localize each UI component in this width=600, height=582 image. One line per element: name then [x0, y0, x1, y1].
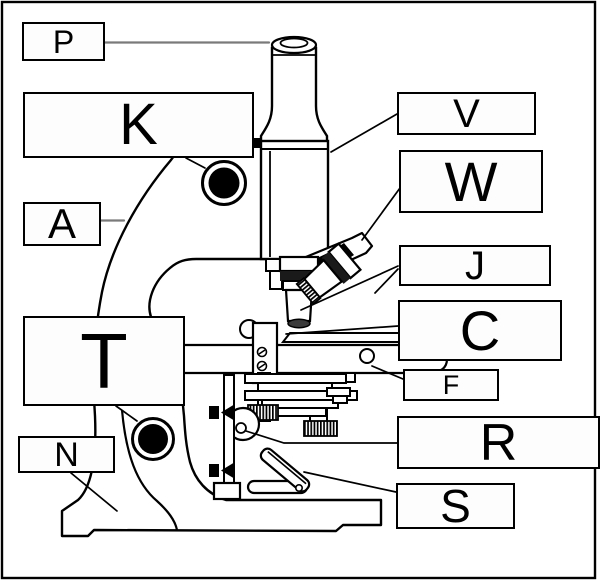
- label-box-s[interactable]: S: [396, 483, 515, 529]
- label-letter-a: A: [47, 200, 76, 247]
- condenser-knob-lower: [303, 420, 338, 437]
- pillar-clamp-upper: [209, 404, 235, 421]
- pointer-C: [285, 325, 399, 335]
- slide: [280, 332, 413, 343]
- label-box-j[interactable]: J: [399, 245, 551, 286]
- body-tube: [259, 139, 330, 261]
- label-letter-w: W: [444, 149, 498, 213]
- fine-adjustment-knob: [131, 417, 175, 461]
- label-letter-f: F: [442, 369, 460, 400]
- stage-hole: [359, 348, 375, 364]
- pointer-J-2: [374, 268, 399, 294]
- pointer-N: [70, 472, 118, 512]
- label-box-r[interactable]: R: [397, 416, 600, 469]
- pointer-V: [330, 113, 398, 153]
- pillar-clamp-lower: [209, 462, 235, 479]
- label-box-n[interactable]: N: [18, 436, 115, 473]
- label-box-f[interactable]: F: [403, 369, 499, 401]
- coarse-adjustment-knob: [201, 160, 247, 206]
- label-letter-k: K: [119, 92, 158, 157]
- label-letter-r: R: [479, 413, 518, 472]
- pointer-W: [361, 187, 401, 241]
- eyepiece: [259, 46, 329, 144]
- pointer-J-1: [300, 265, 399, 311]
- label-box-t[interactable]: T: [23, 316, 185, 406]
- label-box-w[interactable]: W: [399, 150, 543, 213]
- pointer-lines: [70, 41, 404, 512]
- label-box-v[interactable]: V: [397, 92, 536, 135]
- pointer-T: [115, 405, 138, 422]
- objective-high-power: [295, 242, 363, 306]
- label-letter-n: N: [54, 435, 79, 474]
- label-letter-v: V: [453, 91, 480, 136]
- label-letter-s: S: [440, 480, 471, 532]
- label-box-a[interactable]: A: [23, 202, 101, 246]
- pointer-F: [371, 365, 404, 380]
- mirror-pivot: [294, 483, 303, 492]
- diaphragm-hole: [235, 422, 247, 434]
- substage-pillar-foot: [212, 481, 242, 501]
- label-box-c[interactable]: C: [398, 300, 562, 361]
- label-box-p[interactable]: P: [22, 22, 105, 61]
- pointer-S: [303, 471, 397, 493]
- label-letter-c: C: [459, 298, 501, 362]
- mirror: [259, 447, 311, 493]
- eyepiece-lens: [279, 37, 309, 49]
- stage-clip-screws: [256, 346, 268, 372]
- label-letter-j: J: [465, 243, 485, 288]
- label-letter-p: P: [52, 23, 75, 60]
- label-letter-t: T: [80, 317, 128, 405]
- condenser-assembly: [244, 372, 358, 431]
- label-box-k[interactable]: K: [23, 92, 254, 158]
- arm-inner-contour: [120, 409, 179, 531]
- pointer-R: [245, 430, 398, 444]
- pointer-K: [185, 157, 206, 169]
